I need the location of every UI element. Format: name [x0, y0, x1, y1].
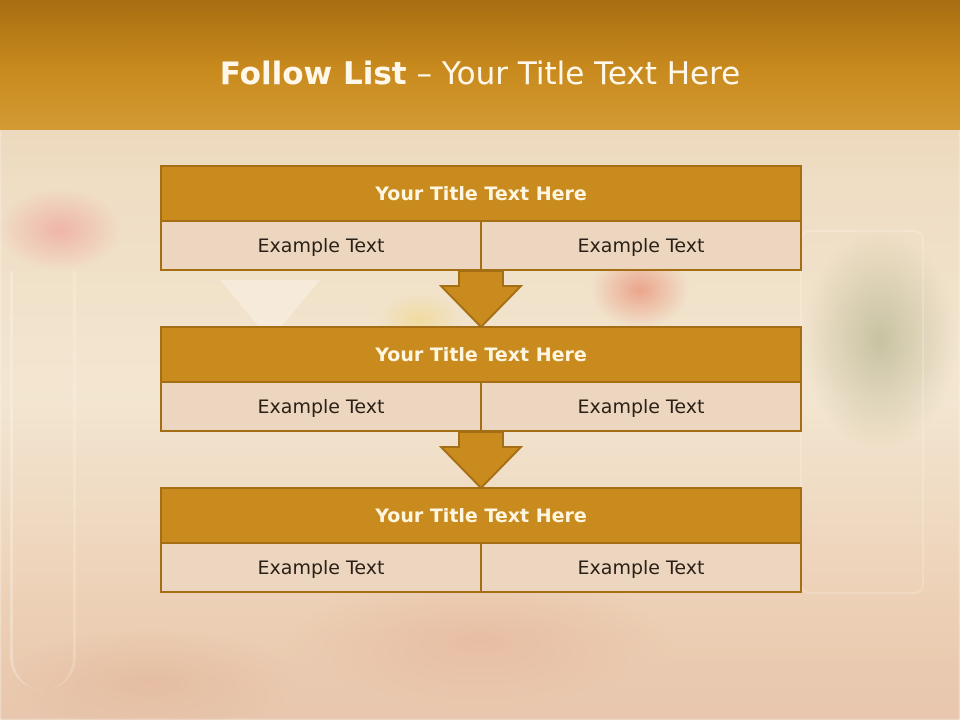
flow-step-1: Your Title Text Here Example Text Exampl… [160, 165, 802, 271]
slide-title-bold: Follow List [219, 56, 407, 92]
step-row: Example Text Example Text [160, 222, 802, 271]
step-left-cell: Example Text [160, 383, 482, 432]
slide-title-rest: – Your Title Text Here [406, 56, 741, 92]
wine-glass-image [10, 270, 76, 690]
step-left-cell: Example Text [160, 222, 482, 271]
slide-title: Follow List – Your Title Text Here [0, 56, 960, 92]
step-right-cell: Example Text [482, 222, 802, 271]
down-arrow-icon [439, 432, 523, 490]
step-row: Example Text Example Text [160, 383, 802, 432]
step-title: Your Title Text Here [160, 487, 802, 544]
step-right-cell: Example Text [482, 544, 802, 593]
step-title: Your Title Text Here [160, 326, 802, 383]
step-left-cell: Example Text [160, 544, 482, 593]
step-title: Your Title Text Here [160, 165, 802, 222]
title-band [0, 0, 960, 130]
flow-step-2: Your Title Text Here Example Text Exampl… [160, 326, 802, 432]
down-arrow-icon [439, 271, 523, 329]
step-row: Example Text Example Text [160, 544, 802, 593]
flow-step-3: Your Title Text Here Example Text Exampl… [160, 487, 802, 593]
step-right-cell: Example Text [482, 383, 802, 432]
